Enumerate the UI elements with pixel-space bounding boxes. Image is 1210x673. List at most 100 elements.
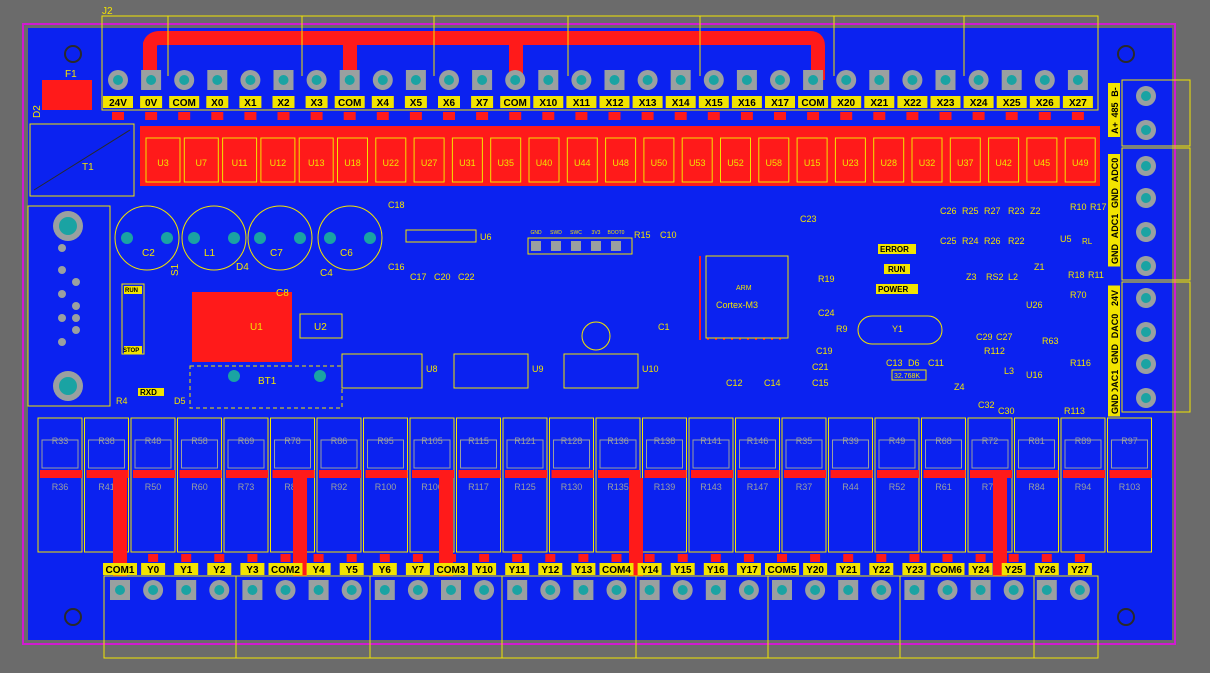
c12-label: C12 — [726, 378, 743, 388]
r22-label: R22 — [1008, 236, 1025, 246]
rxd-label: RXD — [140, 388, 157, 397]
top-terminal-label: 24V — [109, 98, 127, 109]
top-terminal-pin — [240, 70, 261, 90]
bottom-terminal-label: Y23 — [906, 565, 924, 576]
c17-label: C17 — [410, 272, 427, 282]
board-outline — [22, 23, 1176, 645]
swd-pin-label: BOOT0 — [608, 230, 625, 236]
opto-outline — [1064, 137, 1096, 183]
bottom-terminal-label: Y27 — [1071, 565, 1089, 576]
bottom-terminal-label: COM6 — [933, 565, 962, 576]
resistor-label: R146 — [747, 436, 769, 446]
resistor-label: R147 — [747, 482, 769, 492]
bottom-terminal-pin — [904, 580, 925, 600]
top-terminal-label: COM — [338, 98, 361, 109]
bottom-terminal-pin — [374, 580, 395, 600]
driver-outline — [223, 417, 269, 553]
top-terminal-pin — [439, 70, 459, 90]
bottom-terminal-label: Y24 — [972, 565, 990, 576]
opto-outline — [834, 137, 866, 183]
top-terminal-pin — [505, 70, 526, 90]
right-connector-label: DAC0 — [1110, 314, 1120, 339]
bottom-terminal-pin — [110, 580, 130, 600]
fuse-label: F1 — [65, 69, 77, 80]
resistor-label: R58 — [191, 436, 208, 446]
opto-outline — [451, 137, 483, 183]
u2-outline — [299, 313, 343, 339]
bottom-terminal-label: Y2 — [213, 565, 226, 576]
resistor-label: R73 — [238, 482, 255, 492]
resistor-label: R95 — [377, 436, 394, 446]
r24-label: R24 — [962, 236, 979, 246]
opto-label: U48 — [612, 158, 629, 168]
switch-stop-label: STOP — [123, 348, 139, 354]
u6-label: U6 — [480, 232, 492, 242]
opto-label: U42 — [995, 158, 1012, 168]
right-connector-label: GND — [1110, 344, 1120, 365]
top-terminal-label: X27 — [1069, 98, 1087, 109]
bottom-terminal-label: Y3 — [246, 565, 259, 576]
top-terminal-label: X5 — [410, 98, 423, 109]
bottom-terminal-label: Y26 — [1038, 565, 1056, 576]
right-connector-frames — [1121, 79, 1191, 413]
top-terminal-label: X14 — [672, 98, 690, 109]
l2-label: L2 — [1008, 272, 1018, 282]
top-terminal-label: 0V — [145, 98, 158, 109]
resistor-label: R35 — [796, 436, 813, 446]
top-terminal-label: X10 — [539, 98, 557, 109]
bottom-terminal-label: Y6 — [379, 565, 392, 576]
bottom-terminal-label: Y12 — [541, 565, 559, 576]
right-connector-label: 24V — [1110, 290, 1120, 306]
resistor-label: R68 — [935, 436, 952, 446]
top-terminal-pin — [1001, 70, 1022, 90]
bottom-terminal-label: Y21 — [839, 565, 857, 576]
z3-label: Z3 — [966, 272, 977, 282]
opto-label: U50 — [651, 158, 668, 168]
opto-outline — [413, 137, 445, 183]
mcu-label: Cortex-M3 — [716, 300, 758, 310]
r9-label: R9 — [836, 324, 848, 334]
driver-outline — [921, 417, 966, 553]
resistor-label: R106 — [421, 482, 443, 492]
c26-label: C26 — [940, 206, 957, 216]
d5-label: D5 — [174, 396, 186, 406]
u26-label: U26 — [1026, 300, 1043, 310]
z1-label: Z1 — [1034, 262, 1045, 272]
crystal-y1 — [857, 315, 943, 345]
driver-outline — [781, 417, 827, 553]
bottom-terminal-pin — [705, 580, 726, 600]
top-terminal-label: X0 — [211, 98, 224, 109]
u16-label: U16 — [1026, 370, 1043, 380]
opto-outline — [528, 137, 560, 183]
opto-label: U49 — [1072, 158, 1089, 168]
top-terminal-label: X15 — [705, 98, 723, 109]
r116-label: R116 — [1070, 358, 1091, 368]
resistor-label: R115 — [468, 436, 489, 446]
resistor-label: R83 — [284, 482, 301, 492]
opto-outline — [720, 137, 751, 183]
driver-outline — [735, 417, 780, 553]
resistor-label: R141 — [700, 436, 722, 446]
top-terminal-label: X21 — [870, 98, 888, 109]
z2-label: Z2 — [1030, 206, 1041, 216]
resistor-label: R138 — [654, 436, 676, 446]
opto-outline — [911, 137, 943, 183]
c13-label: C13 — [886, 358, 903, 368]
battery-outline — [189, 365, 343, 409]
electrolytic-caps — [114, 205, 383, 271]
top-terminal-label: COM — [801, 98, 824, 109]
r63-label: R63 — [1042, 336, 1059, 346]
db9-pins — [58, 244, 80, 346]
driver-outline — [37, 417, 83, 553]
opto-label: U13 — [308, 158, 325, 168]
driver-outline — [1014, 417, 1059, 553]
bottom-terminal-pin — [1036, 580, 1057, 600]
opto-label: U12 — [270, 158, 287, 168]
top-terminal-pin — [174, 70, 195, 90]
bottom-terminal-pin — [772, 580, 792, 600]
analog-section: C26 R25 R27 R23 Z2 R10 R17 C25 R24 R26 R… — [940, 202, 1107, 416]
top-terminal-label: X22 — [904, 98, 922, 109]
top-terminal-pin — [968, 70, 989, 90]
